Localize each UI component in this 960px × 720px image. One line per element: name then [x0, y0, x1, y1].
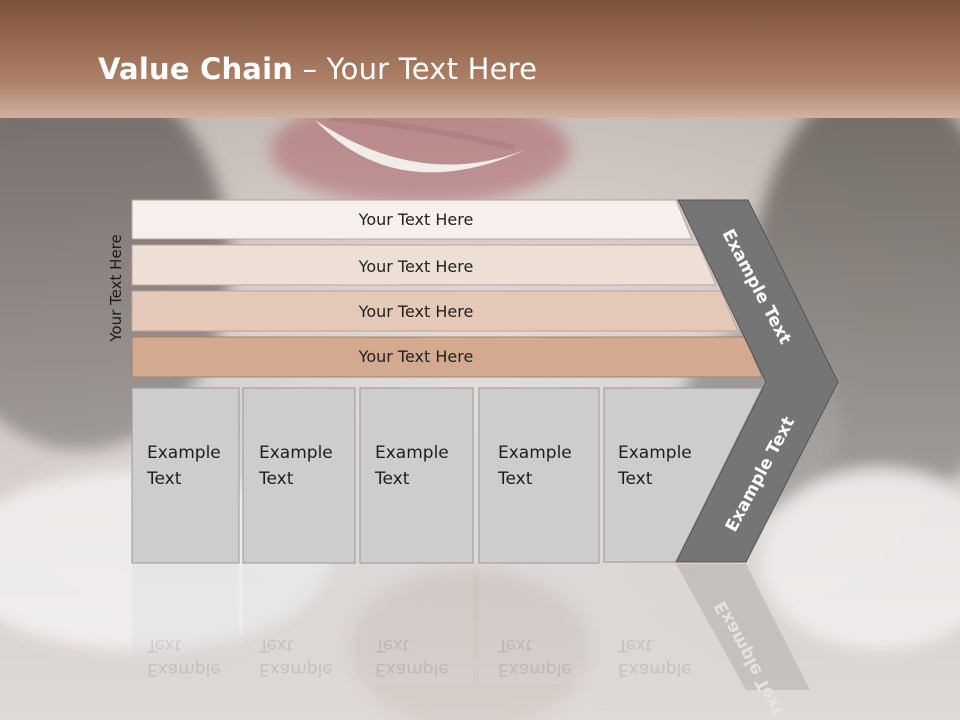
bar-label: Your Text Here [358, 210, 474, 229]
title-bold: Value Chain [98, 52, 294, 86]
box-text: Example [618, 443, 692, 463]
svg-text:Example: Example [147, 659, 221, 679]
svg-text:Text: Text [146, 635, 182, 655]
box-text: Example [498, 443, 572, 463]
box-text: Text [617, 469, 653, 489]
box-text: Example [259, 443, 333, 463]
svg-text:Example: Example [618, 659, 692, 679]
box-text: Example [147, 443, 221, 463]
slide-title: Value Chain – Your Text Here [98, 52, 537, 86]
svg-text:Example: Example [375, 659, 449, 679]
svg-text:Text: Text [374, 635, 410, 655]
box-5: Example Text [603, 387, 763, 563]
svg-text:Text: Text [617, 635, 653, 655]
box-2: Example Text [242, 387, 356, 564]
svg-text:Example: Example [498, 659, 572, 679]
bar-4: Your Text Here [131, 336, 763, 378]
bar-label: Your Text Here [358, 257, 474, 276]
bar-label: Your Text Here [358, 302, 474, 321]
title-rest: – Your Text Here [293, 52, 538, 86]
box-text: Text [497, 469, 533, 489]
bar-1: Your Text Here [131, 199, 693, 240]
box-1: Example Text [131, 387, 240, 564]
svg-text:Text: Text [258, 635, 294, 655]
reflection: Text Example Text Example Text Example T… [132, 564, 810, 719]
svg-text:Text: Text [497, 635, 533, 655]
box-text: Example [375, 443, 449, 463]
box-text: Text [258, 469, 294, 489]
box-text: Text [374, 469, 410, 489]
bar-label: Your Text Here [358, 347, 474, 366]
box-4: Example Text [478, 387, 600, 564]
bar-2: Your Text Here [131, 244, 717, 286]
box-text: Text [146, 469, 182, 489]
bar-3: Your Text Here [131, 290, 739, 332]
svg-text:Example: Example [259, 659, 333, 679]
box-3: Example Text [359, 387, 474, 564]
